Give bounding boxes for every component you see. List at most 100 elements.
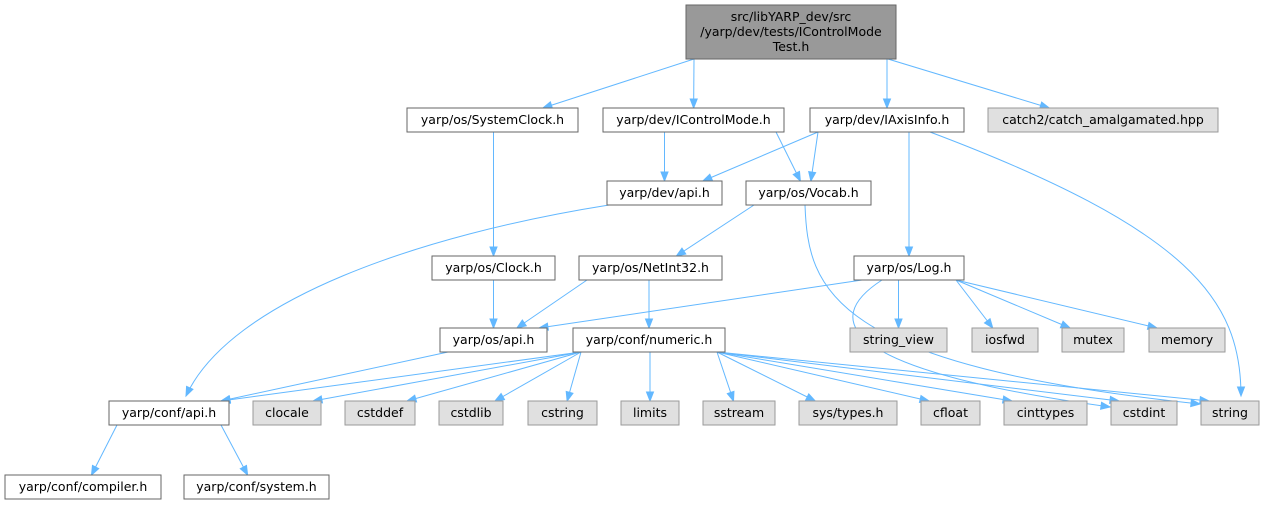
- edge-devapi-to-confapi-arrowhead: [185, 385, 194, 398]
- edge-iaxisinfo-to-log-arrowhead: [904, 246, 914, 258]
- edge-numeric-to-cstddef: [406, 351, 582, 402]
- edge-numeric-to-cinttypes: [716, 351, 1013, 402]
- node-icontrolmode-label: yarp/dev/IControlMode.h: [616, 112, 770, 127]
- node-devapi[interactable]: yarp/dev/api.h: [606, 180, 723, 206]
- node-systemclock[interactable]: yarp/os/SystemClock.h: [406, 107, 579, 133]
- node-mutex-box: [1061, 327, 1125, 353]
- node-system[interactable]: yarp/conf/system.h: [183, 474, 330, 500]
- node-systypes-label: sys/types.h: [813, 405, 884, 420]
- edge-root-to-systemclock: [542, 58, 695, 109]
- node-netint32[interactable]: yarp/os/NetInt32.h: [578, 255, 723, 281]
- node-clocale-box: [252, 400, 322, 426]
- node-systypes-box: [798, 400, 898, 426]
- node-root[interactable]: src/libYARP_dev/src/yarp/dev/tests/ICont…: [685, 4, 897, 60]
- node-iaxisinfo[interactable]: yarp/dev/IAxisInfo.h: [809, 107, 965, 133]
- edge-clock-to-osapi-arrowhead: [489, 318, 498, 330]
- node-systemclock-label: yarp/os/SystemClock.h: [421, 112, 564, 127]
- edge-numeric-to-cfloat: [716, 351, 930, 402]
- node-cstdlib: cstdlib: [438, 400, 504, 426]
- node-cstddef-label: cstddef: [357, 405, 404, 420]
- node-cstring-box: [527, 400, 598, 426]
- node-vocab-label: yarp/os/Vocab.h: [758, 185, 858, 200]
- edge-numeric-to-confapi: [220, 351, 582, 402]
- node-memory: memory: [1148, 327, 1226, 353]
- node-limits-label: limits: [633, 405, 667, 420]
- node-cstdlib-box: [438, 400, 504, 426]
- node-mutex: mutex: [1061, 327, 1125, 353]
- edge-numeric-to-cstdint: [716, 351, 1120, 402]
- node-mutex-label: mutex: [1073, 332, 1113, 347]
- node-cstring: cstring: [527, 400, 598, 426]
- node-compiler[interactable]: yarp/conf/compiler.h: [4, 474, 162, 500]
- edge-numeric-to-limits-arrowhead: [645, 391, 655, 403]
- node-cstddef: cstddef: [344, 400, 416, 426]
- edge-netint32-to-osapi: [516, 279, 588, 329]
- edge-iaxisinfo-to-devapi: [702, 131, 819, 182]
- node-systypes: sys/types.h: [798, 400, 898, 426]
- node-clock[interactable]: yarp/os/Clock.h: [431, 255, 556, 281]
- node-system-label: yarp/conf/system.h: [196, 479, 316, 494]
- node-devapi-box: [606, 180, 723, 206]
- edge-log-to-string_view-arrowhead: [894, 318, 903, 330]
- node-string-label: string: [1212, 405, 1248, 420]
- node-sstream-box: [702, 400, 776, 426]
- edge-numeric-to-cstdlib: [494, 351, 582, 402]
- node-numeric-box: [572, 327, 726, 353]
- node-iosfwd-label: iosfwd: [985, 332, 1025, 347]
- edge-systemclock-to-clock-arrowhead: [489, 246, 498, 258]
- node-confapi-label: yarp/conf/api.h: [122, 405, 216, 420]
- node-vocab[interactable]: yarp/os/Vocab.h: [745, 180, 872, 206]
- node-string: string: [1200, 400, 1260, 426]
- node-confapi[interactable]: yarp/conf/api.h: [108, 400, 230, 426]
- node-cstdint: cstdint: [1110, 400, 1178, 426]
- node-cstddef-box: [344, 400, 416, 426]
- node-catch-box: [987, 107, 1219, 133]
- node-cstring-label: cstring: [541, 405, 584, 420]
- node-log[interactable]: yarp/os/Log.h: [853, 255, 965, 281]
- node-catch: catch2/catch_amalgamated.hpp: [987, 107, 1219, 133]
- node-sstream: sstream: [702, 400, 776, 426]
- node-log-label: yarp/os/Log.h: [867, 260, 952, 275]
- edge-numeric-to-clocale: [312, 351, 582, 402]
- node-numeric-label: yarp/conf/numeric.h: [586, 332, 713, 347]
- node-root-box: [685, 4, 897, 60]
- edge-iaxisinfo-to-vocab-arrowhead: [808, 170, 817, 183]
- node-compiler-box: [4, 474, 162, 500]
- edge-numeric-to-cstdlib-arrowhead: [493, 392, 506, 402]
- node-numeric[interactable]: yarp/conf/numeric.h: [572, 327, 726, 353]
- edge-root-to-iaxisinfo-arrowhead: [882, 98, 892, 110]
- node-clocale: clocale: [252, 400, 322, 426]
- edge-netint32-to-numeric-arrowhead: [644, 318, 654, 330]
- node-clock-box: [431, 255, 556, 281]
- edge-log-to-cstdint-arrowhead: [1100, 401, 1112, 410]
- edge-log-to-mutex-arrowhead: [1059, 320, 1072, 329]
- edge-log-to-iosfwd: [955, 279, 994, 329]
- edge-icontrolmode-to-vocab-arrowhead: [792, 170, 801, 183]
- node-cfloat: cfloat: [920, 400, 981, 426]
- edge-root-to-icontrolmode-arrowhead: [689, 98, 698, 110]
- node-devapi-label: yarp/dev/api.h: [619, 185, 710, 200]
- edge-netint32-to-osapi-arrowhead: [515, 319, 528, 329]
- node-netint32-label: yarp/os/NetInt32.h: [592, 260, 709, 275]
- node-limits-box: [620, 400, 680, 426]
- node-cinttypes-box: [1003, 400, 1088, 426]
- node-cinttypes: cinttypes: [1003, 400, 1088, 426]
- node-memory-label: memory: [1161, 332, 1214, 347]
- node-string_view-label: string_view: [863, 332, 934, 347]
- node-vocab-box: [745, 180, 872, 206]
- node-icontrolmode[interactable]: yarp/dev/IControlMode.h: [602, 107, 785, 133]
- edge-numeric-to-systypes: [716, 351, 816, 402]
- node-iosfwd: iosfwd: [971, 327, 1039, 353]
- edge-vocab-to-string-arrowhead: [1190, 398, 1202, 408]
- node-iosfwd-box: [971, 327, 1039, 353]
- node-clock-label: yarp/os/Clock.h: [445, 260, 542, 275]
- node-osapi[interactable]: yarp/os/api.h: [439, 327, 548, 353]
- node-cinttypes-label: cinttypes: [1017, 405, 1075, 420]
- edge-osapi-to-confapi: [220, 351, 449, 402]
- node-osapi-label: yarp/os/api.h: [453, 332, 535, 347]
- node-osapi-box: [439, 327, 548, 353]
- node-root-label: Test.h: [772, 39, 810, 54]
- edge-numeric-to-sstream-arrowhead: [726, 390, 735, 403]
- node-iaxisinfo-box: [809, 107, 965, 133]
- edge-devapi-to-confapi: [185, 204, 610, 397]
